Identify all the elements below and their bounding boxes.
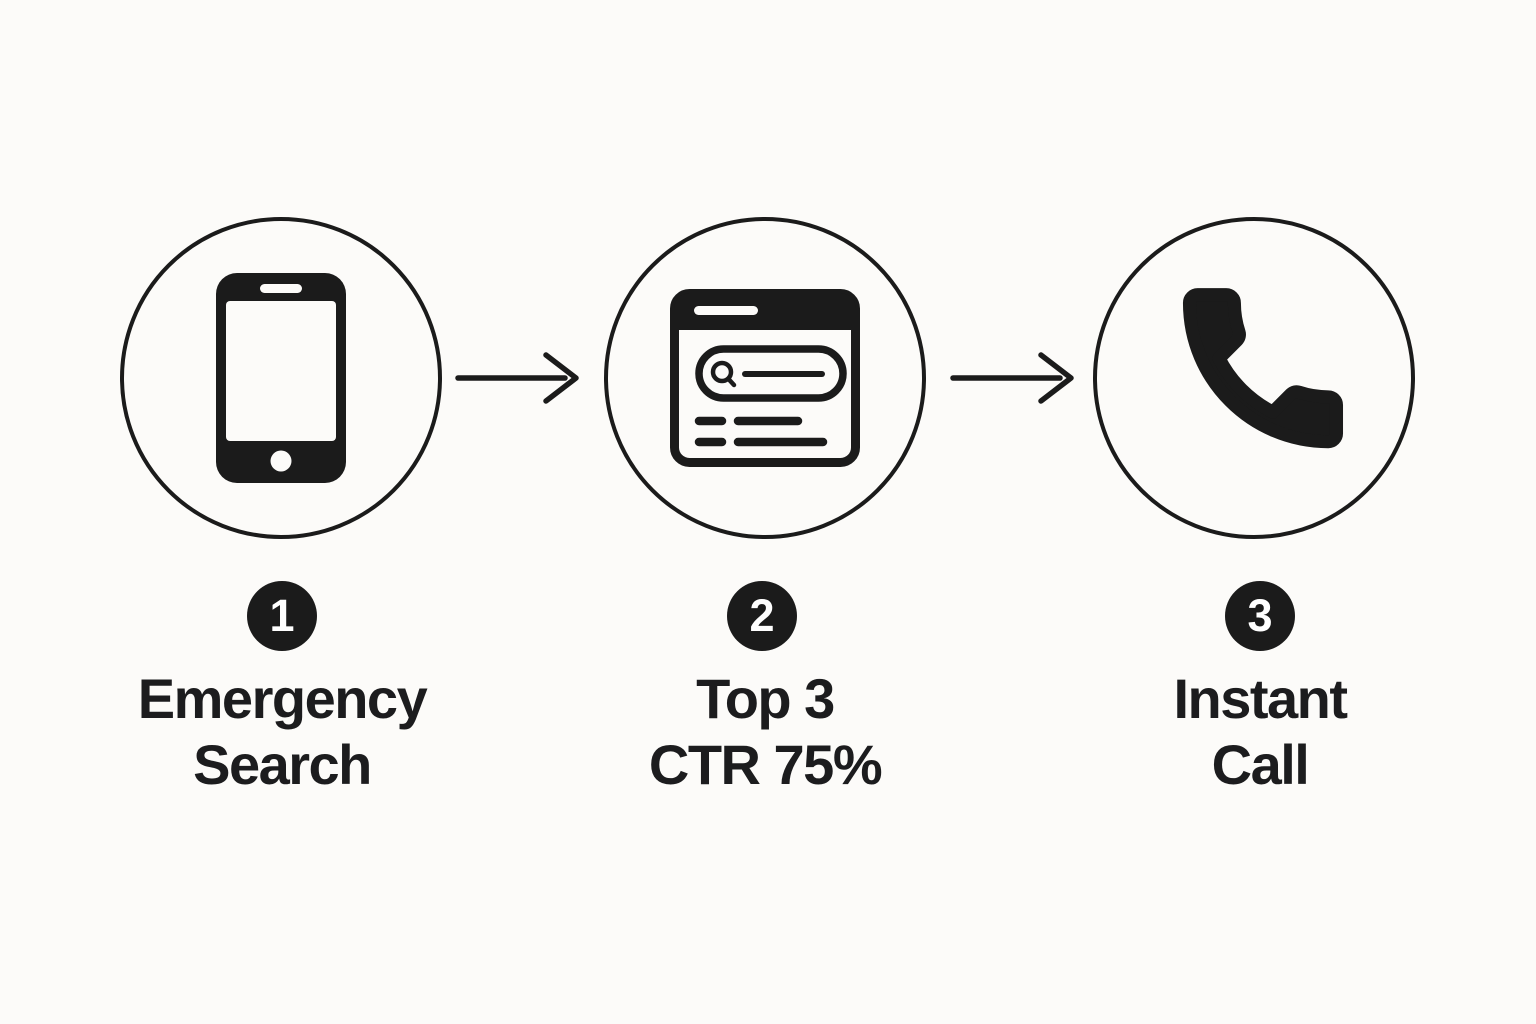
search-results-page-icon (670, 289, 860, 467)
arrow-right-icon (455, 350, 582, 411)
step-1-label-line2: Search (193, 733, 372, 796)
step-2-number-badge: 2 (727, 581, 797, 651)
step-1-label-line1: Emergency (137, 667, 428, 730)
step-1-label: Emergency Search (102, 666, 462, 798)
step-1-number: 1 (269, 590, 295, 641)
step-3-circle (1093, 217, 1415, 539)
step-2-label-line1: Top 3 (696, 667, 835, 730)
step-2-circle (604, 217, 926, 539)
step-3-number: 3 (1247, 590, 1273, 641)
arrow-right-icon (950, 350, 1077, 411)
smartphone-icon (216, 273, 346, 483)
step-3-number-badge: 3 (1225, 581, 1295, 651)
step-1-circle (120, 217, 442, 539)
step-3-label-line2: Call (1211, 733, 1310, 796)
phone-handset-icon (1156, 280, 1352, 476)
step-2-number: 2 (749, 590, 775, 641)
step-3-label: Instant Call (1080, 666, 1440, 798)
step-3-label-line1: Instant (1173, 667, 1348, 730)
step-1-number-badge: 1 (247, 581, 317, 651)
step-2-label-line2: CTR 75% (648, 733, 883, 796)
step-2-label: Top 3 CTR 75% (585, 666, 945, 798)
